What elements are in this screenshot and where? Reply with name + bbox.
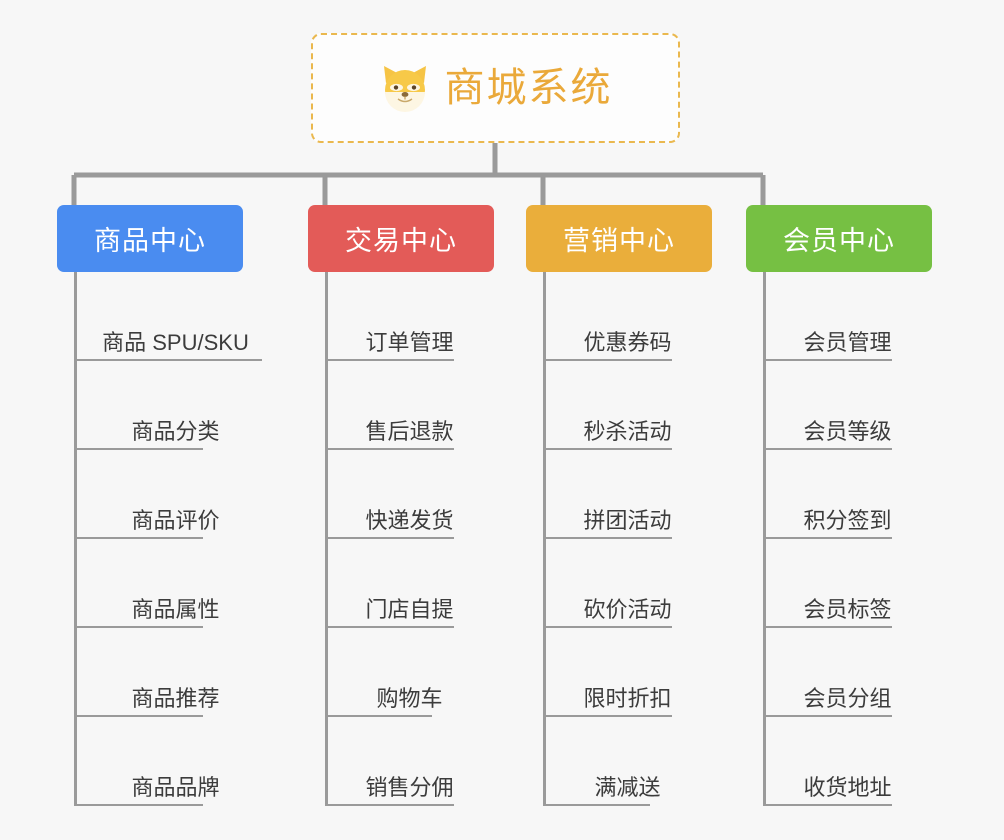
list-item-label: 秒杀活动: [583, 418, 672, 444]
category-box-product-center[interactable]: 商品中心: [57, 205, 243, 272]
list-item[interactable]: 会员管理: [763, 272, 929, 361]
list-item[interactable]: 积分签到: [763, 450, 929, 539]
item-underline: [546, 804, 651, 806]
list-item-label: 砍价活动: [583, 596, 672, 622]
category-label: 营销中心: [563, 226, 675, 256]
list-item[interactable]: 商品分类: [74, 361, 274, 450]
item-underline: [766, 626, 893, 628]
root-title: 商城系统: [444, 66, 613, 110]
list-item[interactable]: 收货地址: [763, 717, 929, 806]
category-box-member-center[interactable]: 会员中心: [746, 205, 932, 272]
list-item[interactable]: 门店自提: [325, 539, 491, 628]
item-underline: [77, 715, 204, 717]
category-label: 会员中心: [783, 226, 895, 256]
list-item[interactable]: 购物车: [325, 628, 491, 717]
item-underline: [766, 359, 893, 361]
list-item[interactable]: 会员标签: [763, 539, 929, 628]
list-item-label: 会员管理: [803, 329, 892, 355]
list-item-label: 快递发货: [365, 507, 454, 533]
item-underline: [328, 448, 455, 450]
shiba-dog-face-icon: [379, 63, 431, 113]
item-underline: [328, 626, 455, 628]
list-item-label: 会员标签: [803, 596, 892, 622]
list-item-label: 商品评价: [131, 507, 220, 533]
list-item-label: 拼团活动: [583, 507, 672, 533]
list-item[interactable]: 满减送: [543, 717, 709, 806]
item-underline: [77, 359, 262, 361]
item-underline: [766, 804, 893, 806]
list-item[interactable]: 会员分组: [763, 628, 929, 717]
item-underline: [77, 537, 204, 539]
list-item[interactable]: 快递发货: [325, 450, 491, 539]
list-item-label: 商品属性: [131, 596, 220, 622]
list-item-label: 商品分类: [131, 418, 220, 444]
category-box-trade-center[interactable]: 交易中心: [308, 205, 494, 272]
list-item[interactable]: 砍价活动: [543, 539, 709, 628]
list-item[interactable]: 商品 SPU/SKU: [74, 272, 274, 361]
item-underline: [546, 626, 673, 628]
list-item-label: 积分签到: [803, 507, 892, 533]
item-underline: [328, 537, 455, 539]
item-column-product-center: 商品 SPU/SKU 商品分类商品评价商品属性商品推荐商品品牌: [74, 272, 274, 806]
list-item-label: 售后退款: [365, 418, 454, 444]
list-item-label: 满减送: [594, 774, 661, 800]
list-item-label: 优惠券码: [583, 329, 672, 355]
item-underline: [546, 715, 673, 717]
item-column-marketing-center: 优惠券码秒杀活动拼团活动砍价活动限时折扣满减送: [543, 272, 709, 806]
list-item-label: 会员分组: [803, 685, 892, 711]
list-item-label: 购物车: [376, 685, 443, 711]
list-item-label: 商品 SPU/SKU: [102, 329, 249, 355]
list-item[interactable]: 限时折扣: [543, 628, 709, 717]
category-label: 商品中心: [94, 226, 206, 256]
item-column-trade-center: 订单管理售后退款快递发货门店自提购物车销售分佣: [325, 272, 491, 806]
item-underline: [546, 359, 673, 361]
item-underline: [766, 537, 893, 539]
item-underline: [328, 804, 455, 806]
list-item-label: 销售分佣: [365, 774, 454, 800]
list-item[interactable]: 优惠券码: [543, 272, 709, 361]
category-label: 交易中心: [345, 226, 457, 256]
item-underline: [766, 715, 893, 717]
item-underline: [328, 715, 433, 717]
item-underline: [77, 804, 204, 806]
item-underline: [546, 537, 673, 539]
list-item[interactable]: 拼团活动: [543, 450, 709, 539]
list-item[interactable]: 售后退款: [325, 361, 491, 450]
list-item[interactable]: 会员等级: [763, 361, 929, 450]
list-item-label: 订单管理: [365, 329, 454, 355]
list-item[interactable]: 商品属性: [74, 539, 274, 628]
list-item[interactable]: 商品品牌: [74, 717, 274, 806]
list-item[interactable]: 商品评价: [74, 450, 274, 539]
item-underline: [77, 448, 204, 450]
list-item-label: 收货地址: [803, 774, 892, 800]
list-item-label: 商品品牌: [131, 774, 220, 800]
list-item[interactable]: 销售分佣: [325, 717, 491, 806]
item-underline: [77, 626, 204, 628]
list-item-label: 商品推荐: [131, 685, 220, 711]
item-underline: [546, 448, 673, 450]
list-item-label: 限时折扣: [583, 685, 672, 711]
category-box-marketing-center[interactable]: 营销中心: [526, 205, 712, 272]
list-item-label: 门店自提: [365, 596, 454, 622]
list-item[interactable]: 秒杀活动: [543, 361, 709, 450]
item-underline: [766, 448, 893, 450]
item-underline: [328, 359, 455, 361]
list-item[interactable]: 订单管理: [325, 272, 491, 361]
root-node-mall-system[interactable]: 商城系统: [311, 33, 680, 143]
list-item[interactable]: 商品推荐: [74, 628, 274, 717]
item-column-member-center: 会员管理会员等级积分签到会员标签会员分组收货地址: [763, 272, 929, 806]
list-item-label: 会员等级: [803, 418, 892, 444]
